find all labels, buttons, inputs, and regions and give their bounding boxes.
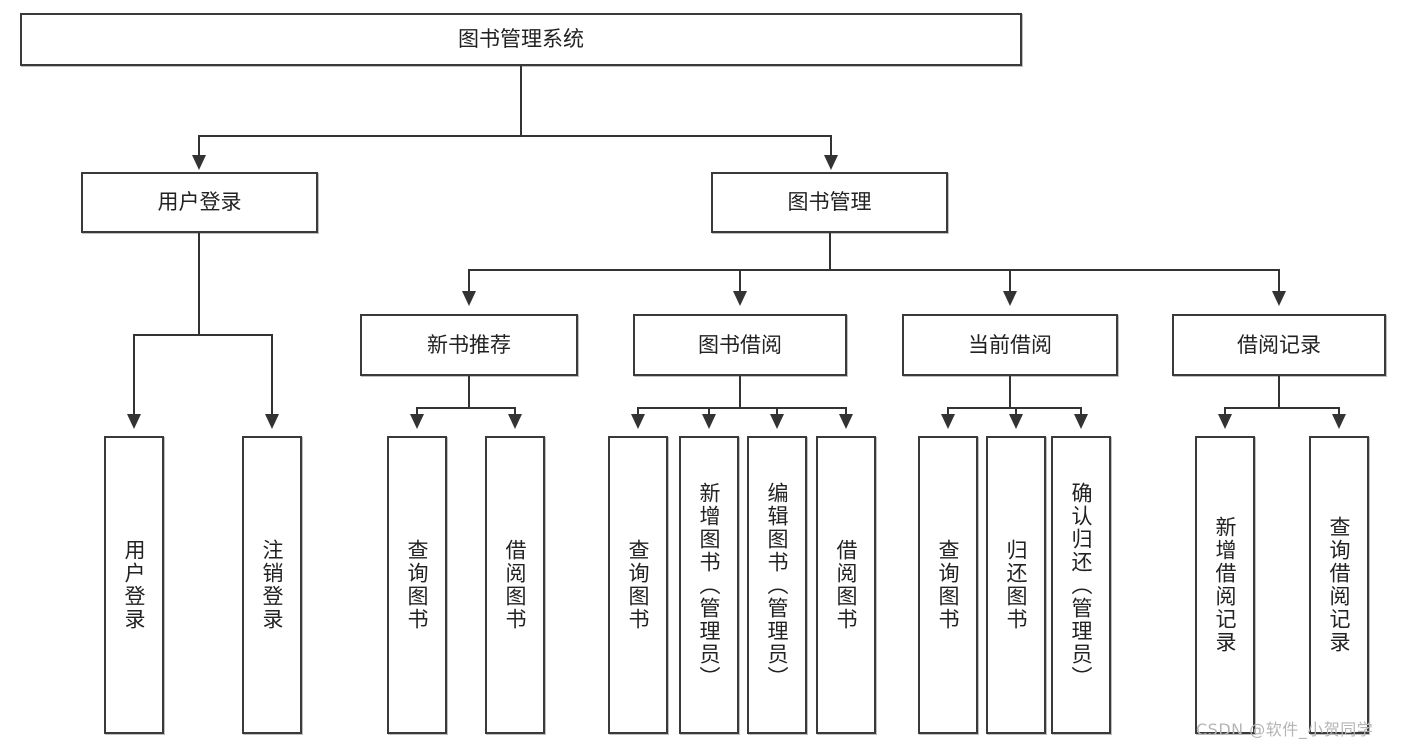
edge-new-book-stem bbox=[468, 376, 470, 409]
node-label: 新书推荐 bbox=[427, 332, 511, 357]
leaf-add-book-admin[interactable]: 新增图书（管理员） bbox=[679, 436, 739, 734]
arrow-to-leaf-confirm-return bbox=[1074, 414, 1088, 429]
arrow-to-book-manage bbox=[824, 155, 838, 170]
node-new-book-recommend[interactable]: 新书推荐 bbox=[360, 314, 578, 376]
edge-level2-left-drop bbox=[198, 135, 200, 158]
leaf-confirm-return-admin[interactable]: 确认归还（管理员） bbox=[1051, 436, 1111, 734]
edge-book-borrow-drop-4 bbox=[845, 407, 847, 417]
edge-level3-drop-1 bbox=[468, 269, 470, 293]
leaf-user-login[interactable]: 用户登录 bbox=[104, 436, 164, 734]
node-label: 图书管理系统 bbox=[458, 27, 584, 52]
node-label: 新增图书（管理员） bbox=[697, 481, 722, 689]
node-label: 查询图书 bbox=[936, 539, 961, 631]
leaf-add-borrow-record[interactable]: 新增借阅记录 bbox=[1195, 436, 1255, 734]
edge-book-borrow-drop-1 bbox=[637, 407, 639, 417]
node-label: 查询图书 bbox=[405, 539, 430, 631]
edge-level2-right-drop bbox=[830, 135, 832, 158]
edge-current-borrow-drop-1 bbox=[947, 407, 949, 417]
arrow-to-leaf-borrow-book-2 bbox=[839, 414, 853, 429]
leaf-edit-book-admin[interactable]: 编辑图书（管理员） bbox=[747, 436, 807, 734]
edge-current-borrow-bus bbox=[947, 407, 1080, 409]
edge-book-manage-stem bbox=[829, 233, 831, 271]
arrow-to-leaf-edit-book bbox=[770, 414, 784, 429]
csdn-watermark: CSDN @软件_小贺同学 bbox=[1196, 720, 1374, 739]
edge-borrow-record-drop-1 bbox=[1224, 407, 1226, 417]
arrow-to-leaf-query-book-2 bbox=[631, 414, 645, 429]
node-label: 借阅图书 bbox=[503, 539, 528, 631]
arrow-to-leaf-borrow-book-1 bbox=[508, 414, 522, 429]
edge-borrow-record-drop-2 bbox=[1338, 407, 1340, 417]
node-label: 确认归还（管理员） bbox=[1069, 481, 1094, 689]
node-label: 用户登录 bbox=[122, 539, 147, 631]
edge-level3-drop-3 bbox=[1009, 269, 1011, 293]
arrow-to-user-login bbox=[192, 155, 206, 170]
node-root-system[interactable]: 图书管理系统 bbox=[20, 13, 1022, 66]
leaf-logout[interactable]: 注销登录 bbox=[242, 436, 302, 734]
node-label: 用户登录 bbox=[157, 190, 242, 215]
leaf-borrow-book-recommend[interactable]: 借阅图书 bbox=[485, 436, 545, 734]
edge-level3-bus bbox=[468, 269, 1278, 271]
arrow-to-leaf-return-book bbox=[1009, 414, 1023, 429]
edge-new-book-bus bbox=[416, 407, 516, 409]
edge-user-login-drop-2 bbox=[271, 334, 273, 416]
node-label: 图书管理 bbox=[787, 190, 872, 215]
node-user-login[interactable]: 用户登录 bbox=[81, 172, 318, 233]
node-label: 新增借阅记录 bbox=[1213, 516, 1238, 654]
edge-root-stem bbox=[520, 66, 522, 136]
arrow-to-new-book bbox=[462, 291, 476, 306]
leaf-query-borrow-record[interactable]: 查询借阅记录 bbox=[1309, 436, 1369, 734]
node-label: 当前借阅 bbox=[968, 332, 1052, 357]
edge-current-borrow-drop-3 bbox=[1080, 407, 1082, 417]
node-book-borrow[interactable]: 图书借阅 bbox=[633, 314, 847, 376]
arrow-to-leaf-add-book bbox=[702, 414, 716, 429]
edge-current-borrow-stem bbox=[1009, 376, 1011, 409]
edge-book-borrow-bus bbox=[637, 407, 845, 409]
node-label: 编辑图书（管理员） bbox=[765, 481, 790, 689]
edge-new-book-drop-2 bbox=[514, 407, 516, 417]
node-label: 借阅图书 bbox=[834, 539, 859, 631]
edge-user-login-drop-1 bbox=[133, 334, 135, 416]
arrow-to-leaf-query-book-3 bbox=[941, 414, 955, 429]
node-label: 归还图书 bbox=[1004, 539, 1029, 631]
edge-user-login-stem bbox=[198, 233, 200, 336]
leaf-borrow-book-borrow[interactable]: 借阅图书 bbox=[816, 436, 876, 734]
node-label: 查询借阅记录 bbox=[1327, 516, 1352, 654]
arrow-to-book-borrow bbox=[733, 291, 747, 306]
arrow-to-current-borrow bbox=[1003, 291, 1017, 306]
edge-current-borrow-drop-2 bbox=[1015, 407, 1017, 417]
edge-book-borrow-drop-2 bbox=[708, 407, 710, 417]
arrow-to-leaf-logout bbox=[265, 414, 279, 429]
arrow-to-leaf-add-record bbox=[1218, 414, 1232, 429]
arrow-to-borrow-record bbox=[1272, 291, 1286, 306]
node-book-management[interactable]: 图书管理 bbox=[711, 172, 948, 233]
leaf-return-book[interactable]: 归还图书 bbox=[986, 436, 1046, 734]
leaf-query-book-borrow[interactable]: 查询图书 bbox=[608, 436, 668, 734]
edge-borrow-record-stem bbox=[1278, 376, 1280, 409]
arrow-to-leaf-query-record bbox=[1332, 414, 1346, 429]
node-current-borrow[interactable]: 当前借阅 bbox=[902, 314, 1118, 376]
node-label: 借阅记录 bbox=[1237, 332, 1321, 357]
edge-level3-drop-4 bbox=[1278, 269, 1280, 293]
edge-book-borrow-drop-3 bbox=[776, 407, 778, 417]
leaf-query-book-current[interactable]: 查询图书 bbox=[918, 436, 978, 734]
edge-borrow-record-bus bbox=[1224, 407, 1340, 409]
node-borrow-record[interactable]: 借阅记录 bbox=[1172, 314, 1386, 376]
edge-level3-drop-2 bbox=[739, 269, 741, 293]
node-label: 图书借阅 bbox=[698, 332, 782, 357]
edge-new-book-drop-1 bbox=[416, 407, 418, 417]
leaf-query-book-recommend[interactable]: 查询图书 bbox=[387, 436, 447, 734]
edge-book-borrow-stem bbox=[739, 376, 741, 409]
edge-user-login-bus bbox=[133, 334, 272, 336]
edge-level2-bus bbox=[198, 135, 832, 137]
arrow-to-leaf-user-login bbox=[127, 414, 141, 429]
arrow-to-leaf-query-book-1 bbox=[410, 414, 424, 429]
node-label: 注销登录 bbox=[260, 539, 285, 631]
node-label: 查询图书 bbox=[626, 539, 651, 631]
